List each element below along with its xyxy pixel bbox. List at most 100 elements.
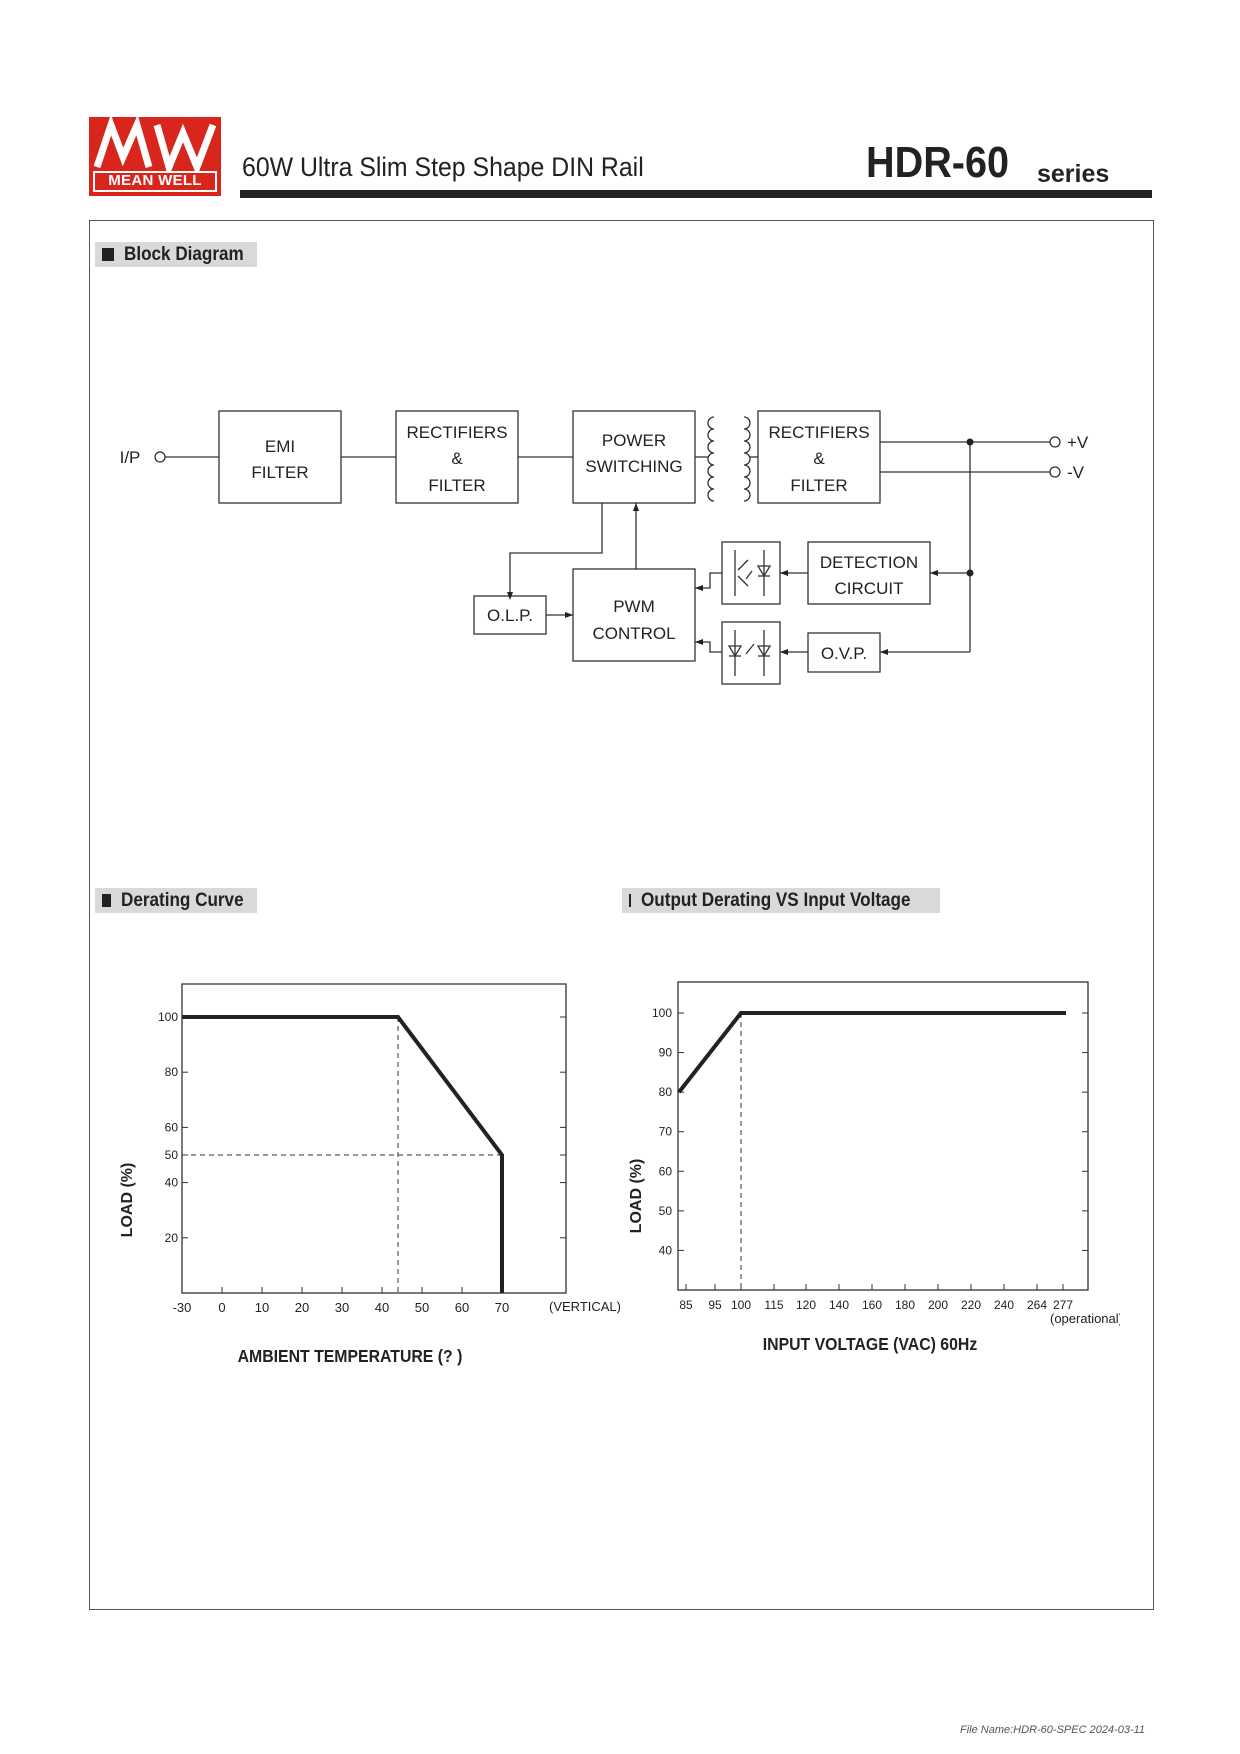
x-tick-label: 277 [1053,1298,1073,1312]
output-positive-label: +V [1067,433,1089,452]
rect1-label-1: RECTIFIERS [406,423,507,442]
section-output-derating: Output Derating VS Input Voltage [622,888,940,913]
x-tick-label: 10 [255,1300,269,1315]
x-extra-label: (VERTICAL) [549,1299,620,1314]
section-derating-curve: Derating Curve [95,888,257,913]
junction-dot [966,569,974,577]
y-tick-label: 70 [659,1125,673,1139]
header-rule [240,190,1152,198]
arrow-icon [695,585,703,591]
section-block-diagram: Block Diagram [95,242,257,267]
x-tick-label: 240 [994,1298,1014,1312]
x-tick-label: 120 [796,1298,816,1312]
x-tick-label: 100 [731,1298,751,1312]
bullet-square-icon [629,894,631,907]
document-title: 60W Ultra Slim Step Shape DIN Rail [242,152,644,182]
y-tick-label: 90 [659,1046,673,1060]
x-extra-label: (operational) [1050,1311,1120,1326]
x-tick-label: 30 [335,1300,349,1315]
x-axis-label: INPUT VOLTAGE (VAC) 60Hz [763,1334,978,1354]
power-label-1: POWER [602,431,666,450]
emi-label-1: EMI [265,437,295,456]
file-name-note: File Name:HDR-60-SPEC 2024-03-11 [960,1724,1146,1736]
emi-label-2: FILTER [251,463,308,482]
transformer-secondary-icon [743,416,751,502]
y-tick-label: 80 [659,1085,673,1099]
y-axis-label: LOAD (%) [119,1163,136,1238]
power-label-2: SWITCHING [585,457,682,476]
rect1-label-2: & [451,449,463,468]
olp-label: O.L.P. [487,606,533,625]
y-tick-label: 20 [165,1231,179,1245]
output-positive-terminal-icon [1049,436,1061,448]
plot-area [677,981,1089,1291]
arrow-icon [780,649,788,655]
y-axis-label: LOAD (%) [628,1159,645,1234]
output-negative-label: -V [1067,463,1085,482]
input-label: I/P [120,448,141,467]
arrow-icon [633,503,639,511]
y-tick-label: 100 [158,1010,178,1024]
series-line [182,1015,504,1293]
section-title: Block Diagram [123,243,244,265]
plot-area [181,983,567,1294]
section-title: Output Derating VS Input Voltage [640,889,911,911]
x-tick-label: 95 [708,1298,722,1312]
x-axis-label: AMBIENT TEMPERATURE (? ) [238,1346,463,1366]
section-title: Derating Curve [120,889,244,911]
bullet-square-icon [102,248,114,261]
arrow-icon [565,612,573,618]
y-tick-label: 40 [659,1243,673,1257]
logo-text-frame [93,171,217,192]
detect-label-1: DETECTION [820,553,918,572]
content-frame [89,220,1154,1610]
x-tick-label: 160 [862,1298,882,1312]
arrow-icon [780,570,788,576]
x-tick-label: 180 [895,1298,915,1312]
optocoupler-2 [721,621,781,685]
x-tick-label: 0 [218,1300,225,1315]
mw-logo-mark [93,117,217,173]
y-tick-label: 50 [165,1148,179,1162]
arrow-icon [930,570,938,576]
bullet-square-icon [102,894,111,907]
logo-text: MEAN WELL [108,172,202,189]
detect-label-2: CIRCUIT [835,579,904,598]
rect2-label-1: RECTIFIERS [768,423,869,442]
x-tick-label: 140 [829,1298,849,1312]
rect2-label-3: FILTER [790,476,847,495]
y-tick-label: 50 [659,1204,673,1218]
x-tick-label: 85 [679,1298,693,1312]
mean-well-logo: MEAN WELL [89,117,221,196]
arrow-icon [507,592,513,600]
pwm-label-2: CONTROL [592,624,675,643]
x-tick-label: 20 [295,1300,309,1315]
output-negative-terminal-icon [1049,466,1061,478]
pwm-label-1: PWM [613,597,655,616]
x-tick-label: 264 [1027,1298,1047,1312]
x-tick-label: 115 [764,1298,783,1312]
x-tick-label: 70 [495,1300,509,1315]
x-tick-label: 60 [455,1300,469,1315]
ovp-label: O.V.P. [821,644,867,663]
x-tick-label: 220 [961,1298,981,1312]
x-tick-label: -30 [173,1300,192,1315]
y-tick-label: 60 [165,1120,179,1134]
model-suffix: series [1037,160,1110,188]
transformer-primary-icon [707,416,715,502]
input-terminal-icon [154,451,166,463]
x-tick-label: 50 [415,1300,429,1315]
x-tick-label: 200 [928,1298,948,1312]
arrow-icon [695,639,703,645]
rect1-label-3: FILTER [428,476,485,495]
block-diagram: I/P EMI FILTER RECTIFIERS & FILTER POWER… [120,410,1089,685]
y-tick-label: 40 [165,1176,179,1190]
arrow-icon [880,649,888,655]
y-tick-label: 80 [165,1065,179,1079]
series-line [677,1011,1066,1094]
rect2-label-2: & [813,449,825,468]
y-tick-label: 60 [659,1164,673,1178]
junction-dot [966,438,974,446]
